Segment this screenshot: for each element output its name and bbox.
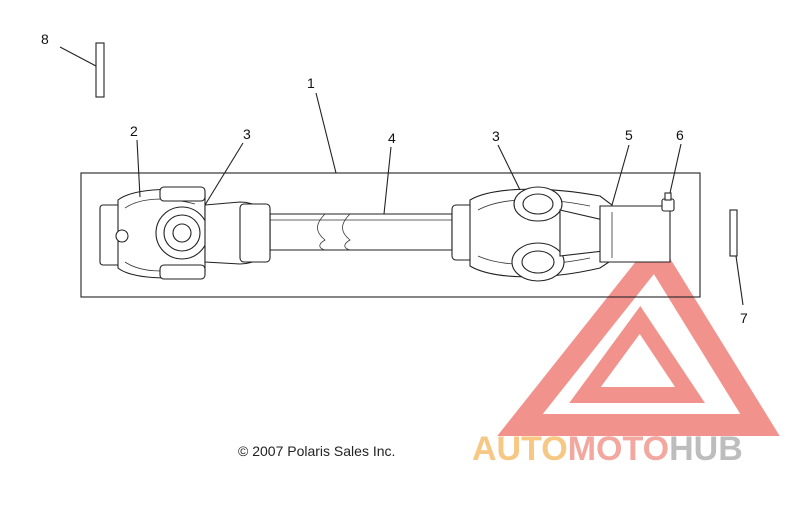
shaft-tube	[269, 213, 453, 251]
callout-6: 6	[676, 127, 684, 143]
watermark-brand-text: AUTOMOTOHUB	[472, 430, 743, 468]
callout-1: 1	[307, 75, 315, 91]
watermark-auto: AUTO	[472, 430, 568, 468]
right-u-joint	[451, 186, 675, 282]
part-7-shim	[729, 209, 738, 257]
callout-8: 8	[41, 31, 49, 47]
callout-2: 2	[130, 123, 138, 139]
callout-5: 5	[625, 127, 633, 143]
callout-4: 4	[388, 130, 396, 146]
watermark-hub: HUB	[669, 430, 743, 468]
leader-lines	[59, 46, 744, 306]
part-8-shim	[95, 42, 105, 98]
watermark-logo-icon	[497, 235, 780, 436]
callout-3b: 3	[492, 128, 500, 144]
assembly-box	[80, 172, 701, 298]
callout-7: 7	[740, 310, 748, 326]
left-u-joint	[99, 186, 271, 280]
callout-3a: 3	[243, 126, 251, 142]
watermark-moto: MOTO	[568, 430, 669, 468]
copyright-text: © 2007 Polaris Sales Inc.	[238, 443, 395, 459]
